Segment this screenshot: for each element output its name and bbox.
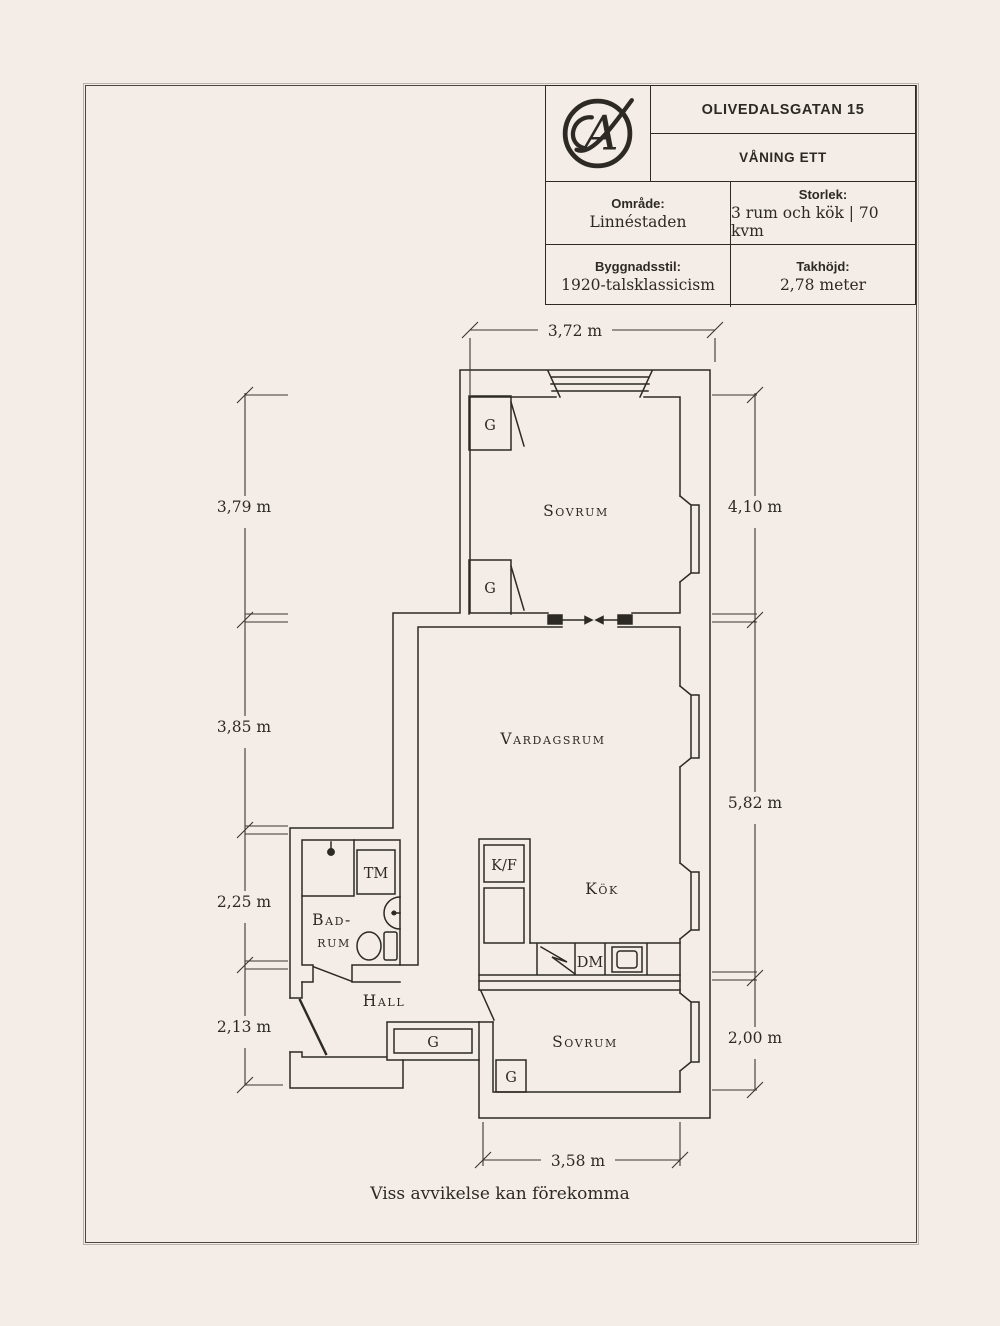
wardrobe-top-1 — [468, 395, 512, 451]
room-label-living-room: Vardagsrum — [499, 730, 605, 748]
dim-left-4: 2,13 m — [217, 1018, 271, 1036]
toilet-tank-icon — [383, 931, 398, 961]
wardrobe-label-1: G — [484, 418, 496, 434]
room-label-kitchen: Kök — [585, 880, 619, 898]
slide-arrow-right-icon — [584, 615, 594, 625]
bedroom-top-interior — [469, 396, 681, 614]
room-label-bedroom-bottom: Sovrum — [552, 1033, 618, 1051]
wardrobe-top-2 — [468, 559, 512, 615]
dim-top: 3,72 m — [548, 322, 602, 340]
window-top — [547, 370, 653, 398]
room-label-bathroom-1: Bad- — [312, 911, 352, 929]
dim-line-top — [461, 321, 724, 395]
style-cell: Byggnadsstil: 1920-talsklassicism — [546, 245, 731, 307]
wardrobe-label-3: G — [427, 1035, 439, 1051]
window-4 — [678, 991, 700, 1073]
disclaimer-text: Viss avvikelse kan förekomma — [370, 1184, 630, 1204]
washing-machine-box — [356, 849, 396, 895]
hall-interior — [289, 981, 480, 1061]
logo-letter: A — [580, 106, 618, 161]
slide-arrow-left-icon — [594, 615, 604, 625]
dimension-labels: 3,72 m 3,79 m 3,85 m 2,25 m 2,13 m 4,10 … — [217, 322, 782, 1170]
dim-bottom: 3,58 m — [551, 1152, 605, 1170]
bathroom-door-leaf — [313, 966, 352, 982]
header-row-2: Område: Linnéstaden Storlek: 3 rum och k… — [546, 182, 915, 245]
sink-tap-icon — [391, 910, 397, 916]
living-room-interior — [399, 626, 681, 1093]
header-titles: OLIVEDALSGATAN 15 VÅNING ETT — [651, 86, 915, 181]
room-label-bathroom-2: rum — [317, 933, 351, 951]
sliding-door — [547, 614, 633, 625]
address-title: OLIVEDALSGATAN 15 — [651, 86, 915, 134]
wardrobe-label-4: G — [505, 1070, 517, 1086]
entrance-door-leaf — [298, 998, 328, 1056]
size-value: 3 rum och kök | 70 kvm — [731, 203, 879, 240]
room-label-hall: Hall — [363, 992, 405, 1010]
kitchen-bedroom-wall — [478, 980, 681, 1023]
dim-right-3: 2,00 m — [728, 1029, 782, 1047]
page-border-frame — [83, 83, 919, 1245]
shower-icon — [327, 841, 335, 856]
dim-line-left — [236, 386, 288, 1094]
ceiling-height-value: 2,78 meter — [779, 275, 867, 294]
dim-left-2: 3,85 m — [217, 718, 271, 736]
style-value: 1920-talsklassicism — [561, 275, 715, 294]
size-label: Storlek: — [798, 186, 848, 202]
style-label: Byggnadsstil: — [595, 258, 681, 274]
dim-line-bottom — [474, 1122, 689, 1169]
toilet-bowl-icon — [356, 931, 382, 961]
room-labels: Sovrum Vardagsrum Kök Sovrum Hall Bad- r… — [312, 502, 619, 1051]
area-value: Linnéstaden — [589, 212, 687, 231]
dim-right-1: 4,10 m — [728, 498, 782, 516]
bathroom-interior — [301, 839, 401, 983]
sink-zigzag-icon — [539, 945, 577, 976]
kitchen-column — [478, 838, 531, 1061]
brand-monogram-icon: A — [562, 97, 634, 168]
fridge-freezer-label: K/F — [491, 858, 517, 874]
size-cell: Storlek: 3 rum och kök | 70 kvm — [731, 182, 915, 244]
floor-title: VÅNING ETT — [739, 150, 827, 165]
logo-cell: A — [546, 86, 651, 181]
header-table: A OLIVEDALSGATAN 15 VÅNING ETT Område: L… — [545, 85, 916, 307]
dim-left-3: 2,25 m — [217, 893, 271, 911]
kitchen-counter — [478, 942, 681, 976]
bedroom-bottom-interior — [492, 1021, 681, 1093]
header-top-row: A OLIVEDALSGATAN 15 VÅNING ETT — [546, 86, 915, 182]
dim-left-1: 3,79 m — [217, 498, 271, 516]
ceiling-height-label: Takhöjd: — [796, 258, 850, 274]
area-label: Område: — [611, 195, 665, 211]
window-1 — [678, 494, 700, 584]
header-row-3: Byggnadsstil: 1920-talsklassicism Takhöj… — [546, 245, 915, 307]
window-2 — [678, 684, 700, 769]
bedroom-bottom-door-leaf — [480, 990, 495, 1021]
windows-right — [678, 494, 700, 1073]
area-cell: Område: Linnéstaden — [546, 182, 731, 244]
stove-inner-icon — [616, 950, 638, 969]
dimension-lines — [236, 321, 764, 1169]
ceiling-height-cell: Takhöjd: 2,78 meter — [731, 245, 915, 307]
shower-walls — [301, 839, 355, 897]
wardrobe-bottom-small — [495, 1059, 527, 1093]
dishwasher-label: DM — [577, 955, 604, 971]
dim-line-right — [712, 386, 764, 1099]
wardrobe-label-2: G — [484, 581, 496, 597]
room-label-bedroom-top: Sovrum — [543, 502, 609, 520]
dim-right-2: 5,82 m — [728, 794, 782, 812]
wardrobe-top-1-door — [510, 401, 525, 447]
walls — [289, 369, 711, 1119]
washing-machine-label: TM — [364, 866, 389, 882]
stove-icon — [611, 946, 643, 973]
window-3 — [678, 861, 700, 941]
wardrobe-top-2-door — [510, 565, 525, 611]
fixture-labels: G G G G TM K/F DM — [364, 418, 604, 1086]
